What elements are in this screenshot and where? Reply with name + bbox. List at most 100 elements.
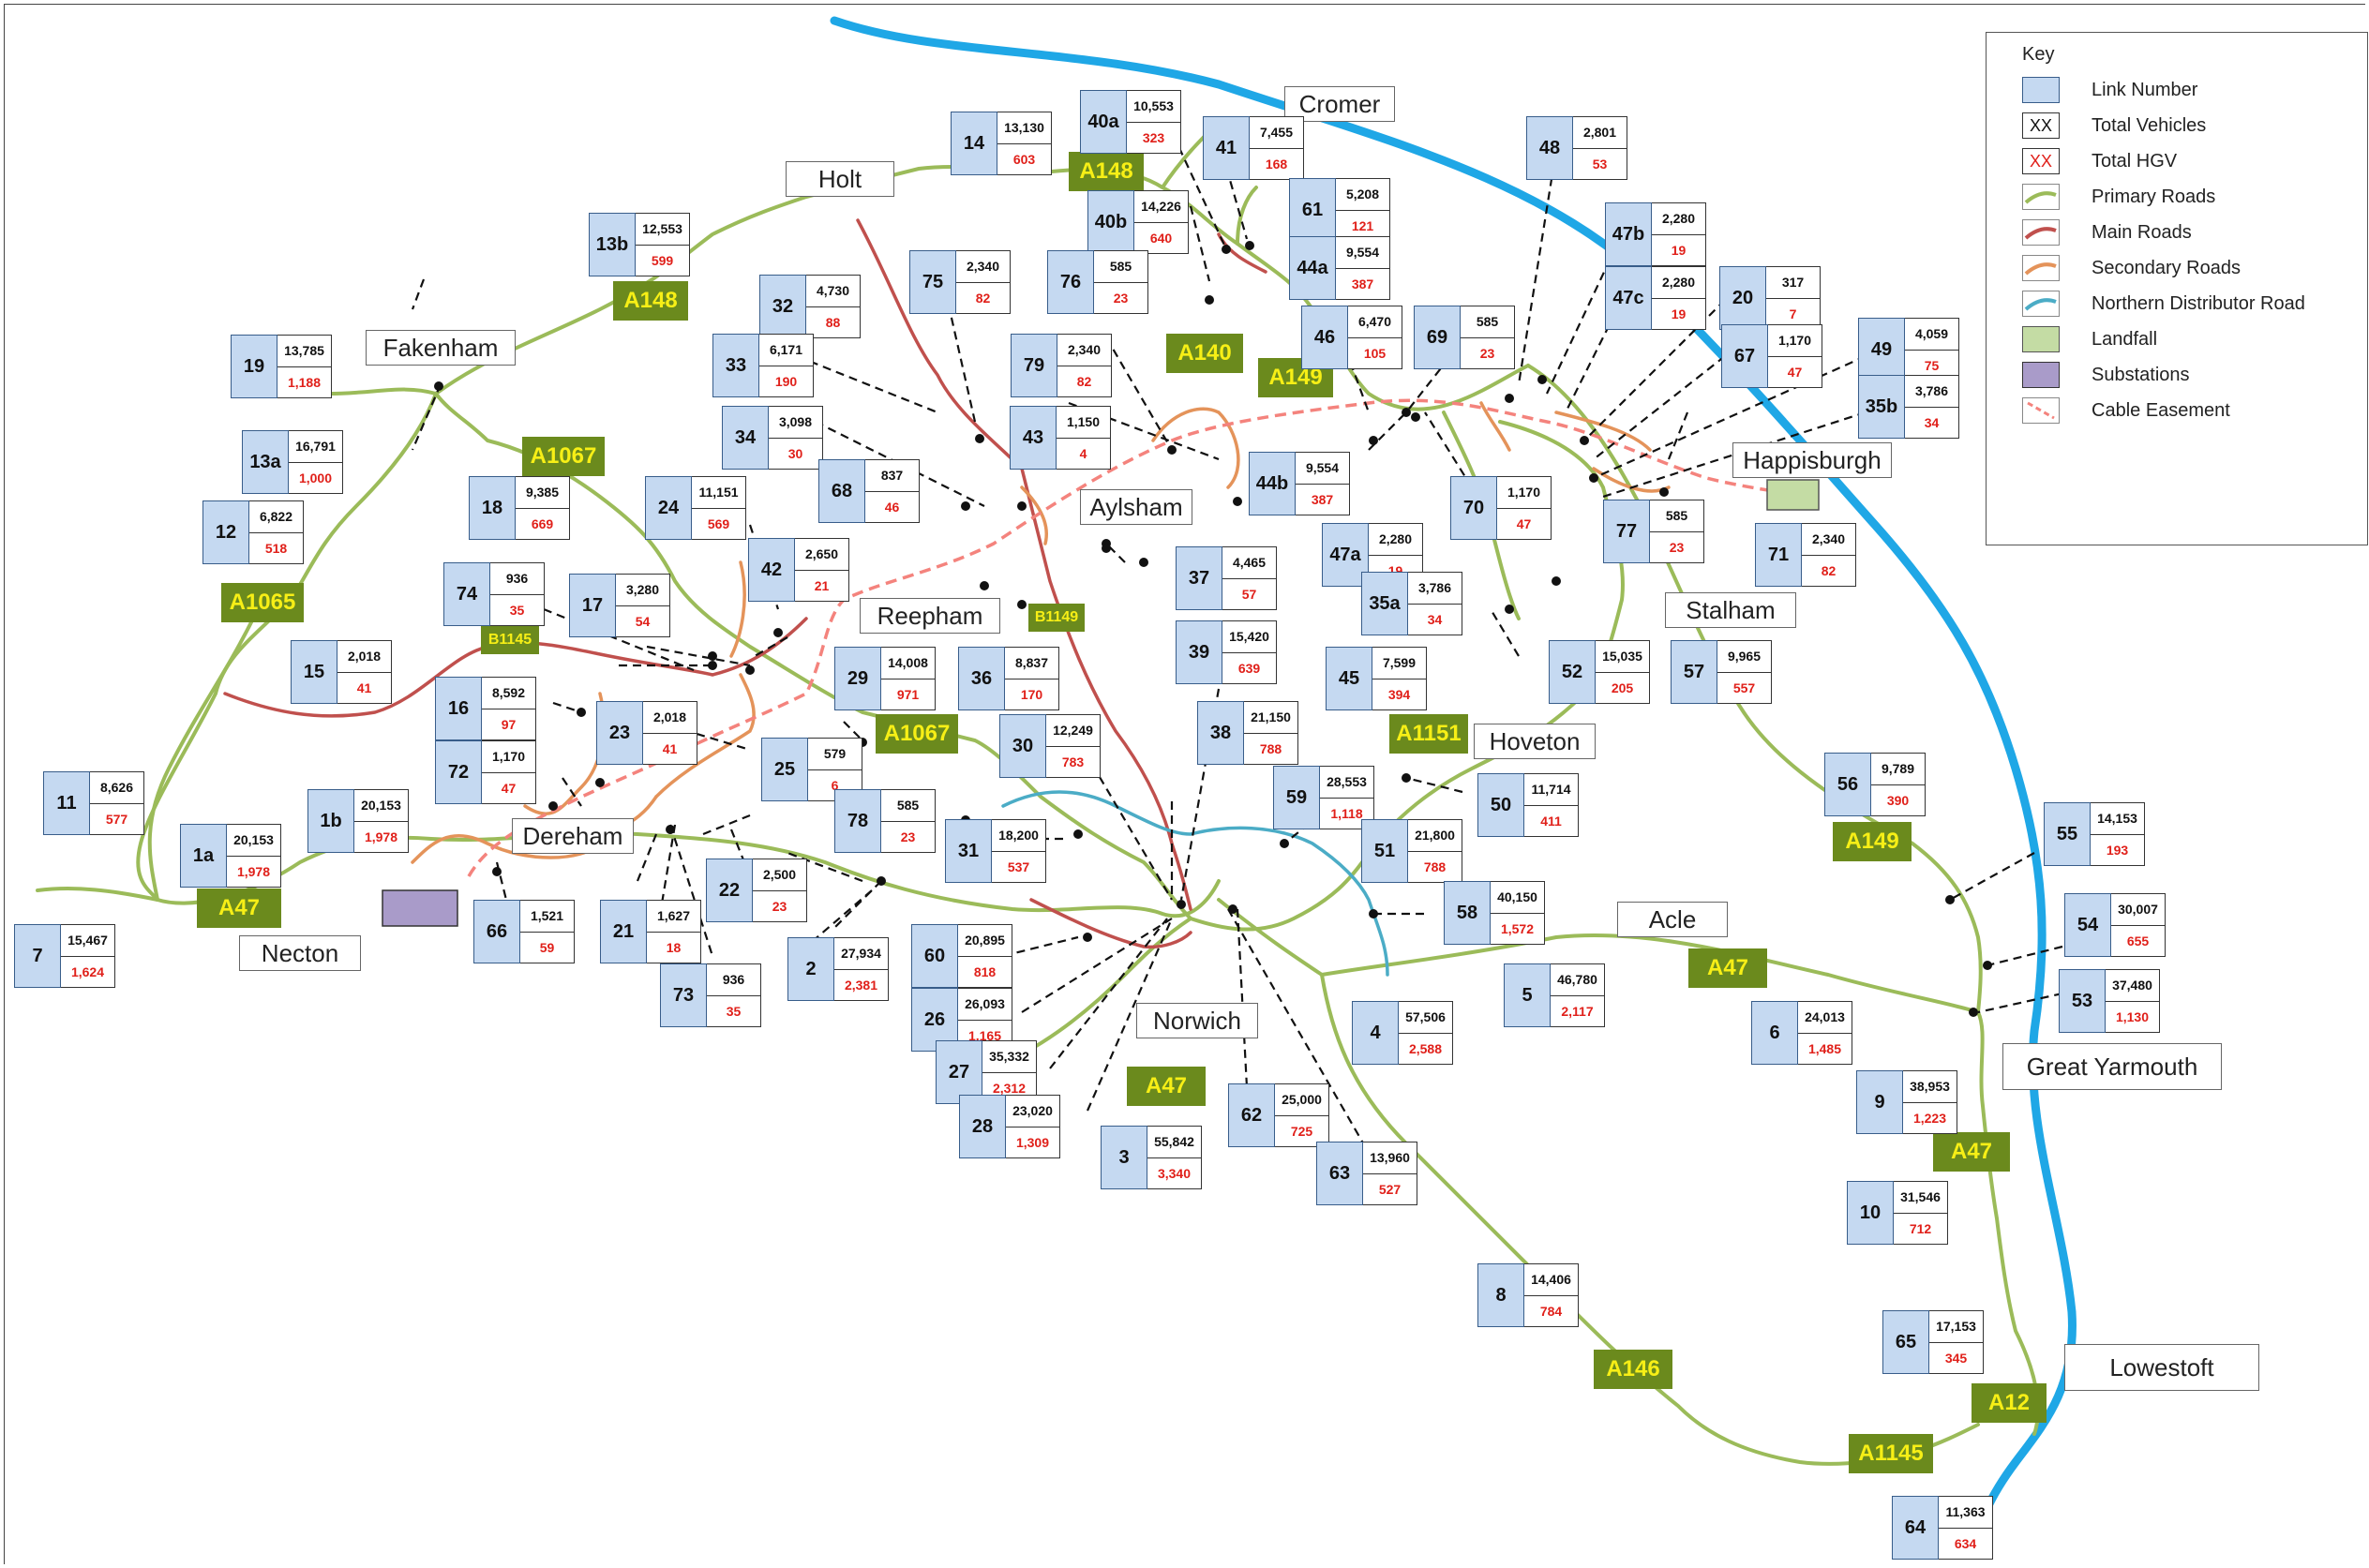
cable-easement-swatch [2022,397,2060,424]
total-hgv: 784 [1524,1294,1579,1327]
total-vehicles: 8,592 [482,677,536,709]
link-number: 60 [911,924,958,988]
legend-label: Landfall [2092,328,2158,350]
total-vehicles: 4,465 [1222,546,1277,578]
total-hgv-swatch: XX [2022,148,2060,174]
link-number: 61 [1289,178,1336,242]
link-number: 79 [1011,334,1057,397]
link-number: 21 [600,900,647,963]
total-hgv: 599 [636,244,690,276]
link-number: 16 [435,677,482,740]
total-hgv: 788 [1408,850,1462,883]
legend-item: Primary Roads [2022,181,2215,213]
total-hgv: 170 [1005,678,1059,710]
town-label-fakenham: Fakenham [366,330,516,366]
total-vehicles: 38,953 [1903,1070,1957,1102]
link-number: 25 [761,738,808,801]
link-number: 57 [1671,640,1717,704]
total-vehicles: 37,480 [2106,969,2160,1001]
total-vehicles: 9,385 [516,476,570,508]
road-label-a148-north: A148 [1069,152,1144,191]
total-vehicles: 2,340 [1802,523,1856,555]
town-label-norwich: Norwich [1136,1003,1258,1038]
total-vehicles: 24,013 [1798,1001,1852,1033]
link-number: 43 [1010,406,1057,470]
total-vehicles: 3,786 [1408,572,1462,604]
town-label-great-yarmouth: Great Yarmouth [2002,1043,2222,1090]
total-vehicles: 2,340 [956,250,1011,282]
total-vehicles: 18,200 [992,819,1046,851]
road-label-a47-norwich: A47 [1127,1067,1206,1106]
link-number: 13a [242,430,289,494]
total-vehicles: 26,093 [958,988,1012,1020]
total-vehicles: 7,599 [1372,647,1427,679]
link-number: 67 [1721,324,1768,388]
total-hgv: 387 [1336,267,1390,300]
link-number: 2 [787,937,834,1001]
total-vehicles: 20,895 [958,924,1012,956]
total-hgv: 190 [759,365,814,397]
total-hgv: 788 [1244,732,1298,765]
link-number: 6 [1751,1001,1798,1065]
northern-distributor-road [1001,790,1389,977]
total-hgv: 23 [1461,336,1515,369]
total-vehicles: 16,791 [289,430,343,462]
link-number: 73 [660,963,707,1027]
link-number: 40a [1080,90,1127,154]
total-vehicles: 1,150 [1057,406,1111,438]
total-vehicles: 20,153 [354,789,409,821]
road-label-b1145: B1145 [481,626,539,654]
total-vehicles: 579 [808,738,862,769]
link-number: 62 [1228,1083,1275,1147]
link-number: 54 [2064,893,2111,957]
link-number: 75 [909,250,956,314]
link-number: 71 [1755,523,1802,587]
total-vehicles: 21,800 [1408,819,1462,851]
total-hgv: 205 [1596,671,1650,704]
total-vehicles: 31,546 [1894,1181,1948,1213]
total-vehicles: 13,785 [277,335,332,366]
total-hgv: 1,188 [277,366,332,398]
total-vehicles-swatch: XX [2022,112,2060,139]
total-vehicles: 936 [707,963,761,995]
legend-item: Cable Easement [2022,395,2230,426]
total-vehicles: 2,018 [643,701,697,733]
link-number-swatch [2022,77,2060,103]
link-number: 63 [1316,1142,1363,1205]
link-number: 33 [712,334,759,397]
total-vehicles: 585 [881,789,936,821]
total-hgv: 23 [1650,530,1704,563]
total-vehicles: 2,018 [337,640,392,672]
total-vehicles: 4,730 [806,275,861,306]
total-hgv: 41 [337,671,392,704]
link-number: 47b [1605,202,1652,266]
link-number: 77 [1603,500,1650,563]
link-number: 38 [1197,701,1244,765]
link-number: 17 [569,574,616,637]
total-vehicles: 8,837 [1005,647,1059,679]
total-hgv: 18 [647,931,701,963]
link-number: 72 [435,740,482,804]
link-number: 59 [1273,766,1320,829]
total-vehicles: 6,470 [1348,306,1402,337]
total-hgv: 97 [482,708,536,740]
link-number: 1a [180,824,227,888]
total-hgv: 783 [1046,745,1101,778]
